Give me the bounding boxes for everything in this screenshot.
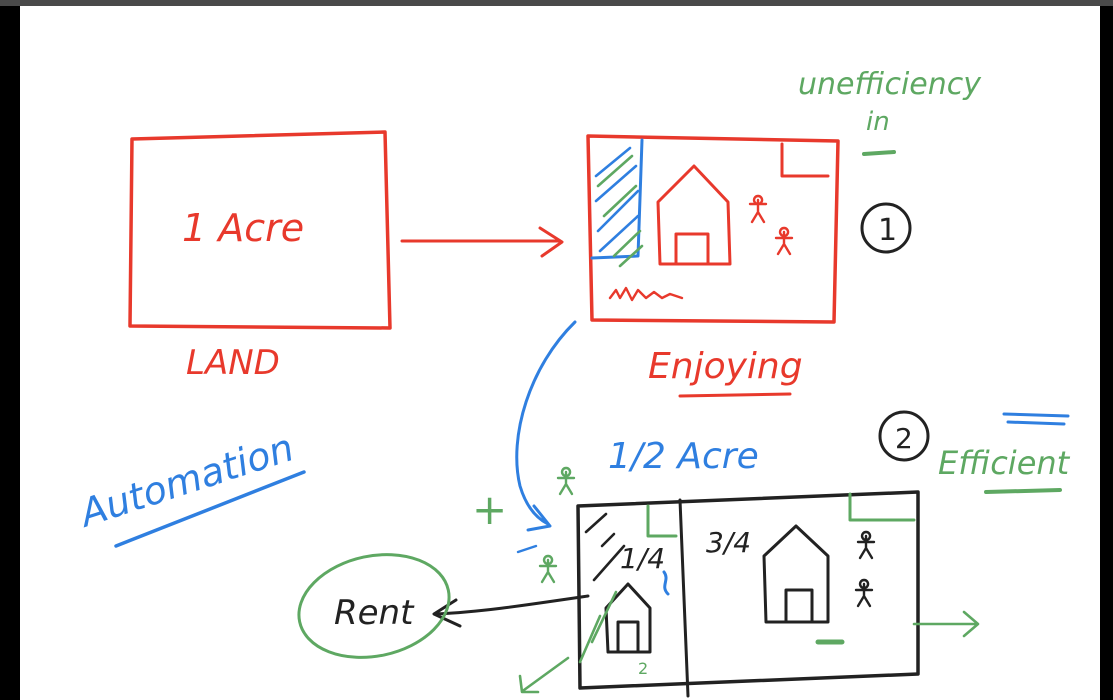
split-land-box xyxy=(576,490,920,690)
hatch-lines xyxy=(594,146,644,268)
efficient-underline xyxy=(984,488,1062,494)
step-one-number: 1 xyxy=(878,213,897,248)
person-icon xyxy=(748,194,768,224)
green-tick-left xyxy=(516,544,538,554)
window-top-bar xyxy=(0,0,1113,6)
left-diagonals xyxy=(584,512,626,582)
rent-circle xyxy=(297,553,451,659)
blue-dash-top xyxy=(1002,412,1070,426)
bottom-two-label: 2 xyxy=(638,659,648,678)
large-house-icon xyxy=(762,524,830,624)
scribble-mark xyxy=(608,286,684,302)
whiteboard-canvas: 1 Acre LAND Enjoying unefficiency in 1 A… xyxy=(20,6,1100,700)
green-person-icon-2 xyxy=(538,554,558,584)
green-arrow-down-left xyxy=(518,656,570,694)
enjoying-label: Enjoying xyxy=(648,346,803,387)
sketch-drawing: 1 Acre LAND Enjoying unefficiency in 1 A… xyxy=(72,67,1071,698)
person-icon-2 xyxy=(774,226,794,256)
green-arrow-right xyxy=(912,610,980,638)
rent-label: Rent xyxy=(334,593,415,633)
green-corner-right xyxy=(848,492,916,522)
green-diagonal xyxy=(578,590,618,664)
automation-arrow xyxy=(515,320,577,532)
efficient-label: Efficient xyxy=(938,444,1071,482)
step-one-circle xyxy=(860,202,912,254)
in-label: in xyxy=(866,107,890,137)
enjoying-underline xyxy=(678,392,792,398)
step-two-circle xyxy=(878,410,930,462)
corner-flag xyxy=(780,142,830,178)
rent-arrow xyxy=(432,594,590,628)
person-icon-4 xyxy=(854,578,874,608)
green-corner-left xyxy=(646,504,678,538)
arrow-to-enjoying xyxy=(400,226,564,258)
automation-underline xyxy=(114,470,306,548)
blue-squiggle xyxy=(662,570,670,596)
person-icon-3 xyxy=(856,530,876,560)
hatched-strip xyxy=(590,138,644,260)
one-acre-label: 1 Acre xyxy=(182,206,304,250)
unefficiency-dash xyxy=(862,150,896,156)
step-two-number: 2 xyxy=(895,422,913,455)
land-box xyxy=(128,130,392,330)
land-label: LAND xyxy=(186,343,280,383)
green-person-icon xyxy=(556,466,576,496)
small-house-icon xyxy=(604,582,652,654)
plus-sign: + xyxy=(472,485,507,534)
split-divider xyxy=(678,498,690,698)
quarter-label: 1/4 xyxy=(620,542,665,575)
half-acre-label: 1/2 Acre xyxy=(608,436,759,477)
unefficiency-label: unefficiency xyxy=(798,67,982,102)
house-icon xyxy=(656,164,732,266)
three-quarter-label: 3/4 xyxy=(706,526,751,559)
